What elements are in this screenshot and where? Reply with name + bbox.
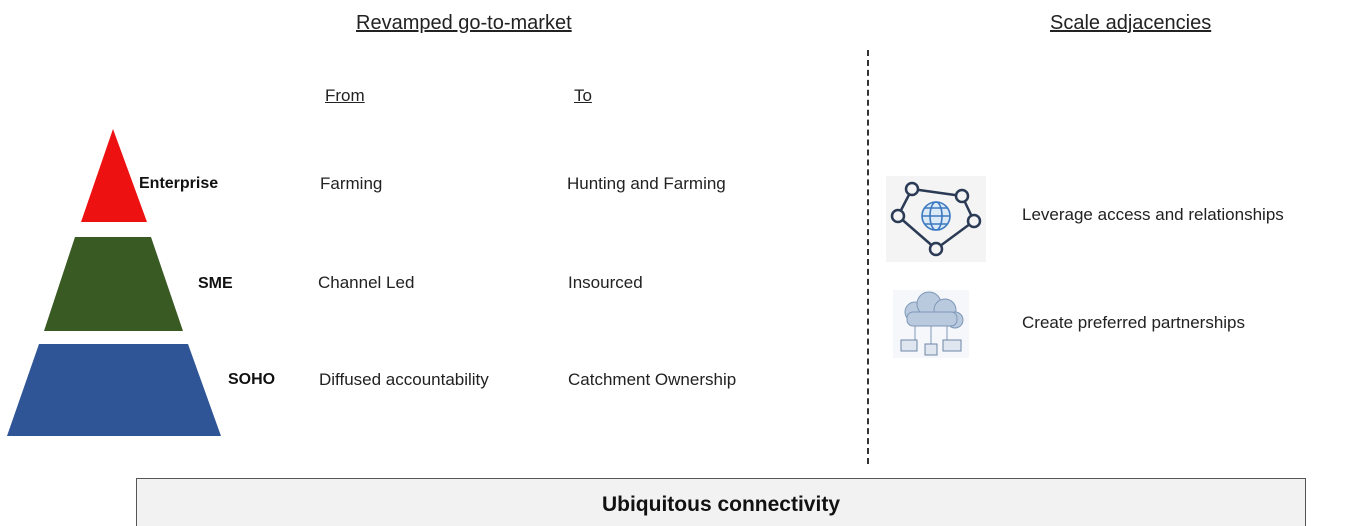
enterprise-from: Farming (320, 174, 383, 193)
network-globe-icon (886, 176, 986, 262)
banner-label: Ubiquitous connectivity (601, 493, 840, 516)
section-divider (867, 50, 869, 464)
enterprise-to: Hunting and Farming (567, 174, 726, 193)
adjacency-item-partnerships: Create preferred partnerships (1022, 313, 1246, 332)
adjacency-item-leverage: Leverage access and relationships (1022, 205, 1284, 224)
pyramid-sme (44, 237, 183, 331)
tier-label-enterprise: Enterprise (139, 175, 219, 192)
sme-to: Insourced (568, 273, 643, 292)
sme-from: Channel Led (318, 273, 415, 292)
adjacencies-title: Scale adjacencies (1050, 12, 1212, 34)
connectivity-banner: Ubiquitous connectivity (136, 478, 1306, 526)
pyramid-soho (7, 344, 221, 436)
column-to-header: To (574, 86, 592, 105)
column-from-header: From (325, 86, 365, 105)
pyramid-enterprise (81, 129, 147, 222)
cloud-devices-icon (893, 290, 969, 358)
gtm-title: Revamped go-to-market (356, 12, 572, 34)
soho-to: Catchment Ownership (568, 370, 737, 389)
segment-pyramid (7, 129, 221, 436)
soho-from: Diffused accountability (319, 370, 489, 389)
tier-label-sme: SME (198, 275, 233, 292)
tier-label-soho: SOHO (228, 371, 276, 388)
